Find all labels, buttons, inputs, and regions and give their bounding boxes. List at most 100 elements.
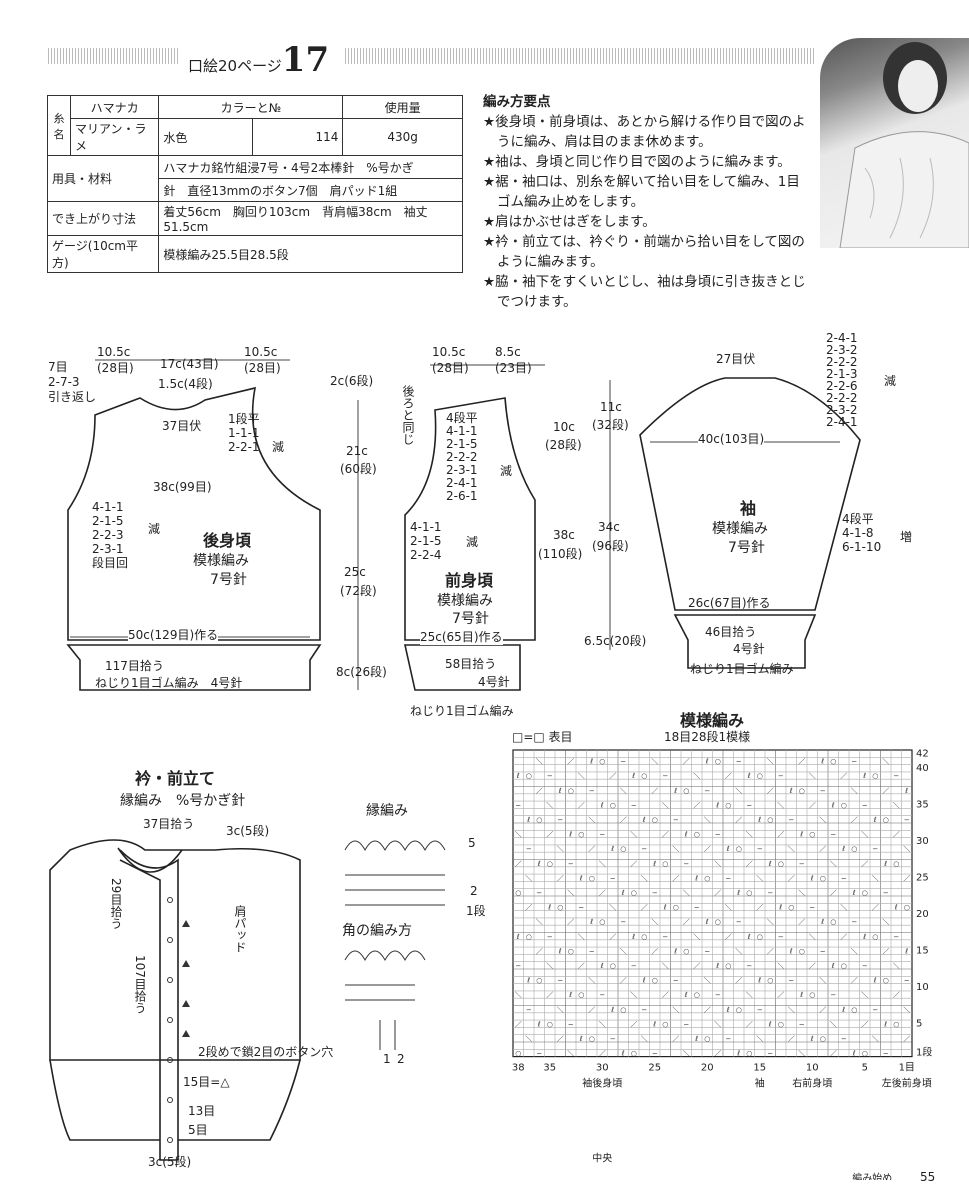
shaping-text: 4-1-8 bbox=[842, 526, 874, 540]
front-arm-dec: 減 bbox=[466, 535, 479, 549]
stitch-symbol: ／ bbox=[777, 991, 784, 999]
header-rule-left bbox=[48, 48, 180, 64]
stitch-symbol: ℓ bbox=[736, 1050, 740, 1058]
stitch-symbol: − bbox=[851, 758, 857, 766]
stitch-symbol: ○ bbox=[820, 1035, 826, 1043]
col-label: 5 bbox=[862, 1063, 868, 1074]
stitch-symbol: ＼ bbox=[683, 1050, 690, 1058]
shaping-text: 2-6-1 bbox=[446, 489, 478, 503]
stitch-symbol: ○ bbox=[757, 933, 763, 941]
front-title: 前身頃 bbox=[445, 571, 494, 590]
stitch-symbol: ＼ bbox=[819, 977, 826, 985]
vdim-a2: 21c bbox=[346, 444, 368, 458]
cardigan-outline bbox=[49, 839, 301, 1061]
shaping-text: 2-1-5 bbox=[446, 437, 478, 451]
stitch-symbol: ℓ bbox=[547, 904, 551, 912]
back-dim-3: 10.5c(28目) bbox=[244, 345, 281, 376]
stitch-symbol: − bbox=[862, 962, 868, 970]
amount: 430g bbox=[342, 118, 463, 156]
stitch-symbol: ℓ bbox=[726, 845, 730, 853]
col-label: 20 bbox=[701, 1063, 714, 1074]
shaping-text: 4-1-1 bbox=[410, 520, 442, 534]
stitch-symbol: ＼ bbox=[714, 1020, 721, 1028]
maker-head: ハマナカ bbox=[69, 95, 160, 119]
sleeve-subtitle: 模様編み bbox=[712, 521, 768, 537]
chart-marker: 左後前身頃 bbox=[882, 1077, 932, 1090]
row-label: 20 bbox=[916, 909, 929, 920]
stitch-symbol: − bbox=[799, 860, 805, 868]
stitch-symbol: ℓ bbox=[757, 816, 761, 824]
stitch-symbol: ／ bbox=[746, 1020, 753, 1028]
front-body-outline bbox=[404, 397, 536, 641]
vdim-c2: (32段) bbox=[592, 418, 629, 432]
back-title: 後身頃 bbox=[203, 531, 252, 550]
shaping-text: 2-2-1 bbox=[228, 440, 260, 454]
shaping-text: 4段平 bbox=[842, 512, 874, 526]
stitch-symbol: ℓ bbox=[558, 787, 562, 795]
chart-legend: □=□ 表目 bbox=[512, 730, 573, 744]
collar-pick-top: 37目拾う bbox=[143, 817, 195, 831]
row-label: 35 bbox=[916, 799, 929, 810]
stitch-symbol: ℓ bbox=[663, 904, 667, 912]
stitch-symbol: ℓ bbox=[747, 933, 751, 941]
stitch-symbol: − bbox=[610, 874, 616, 882]
stitch-symbol: ℓ bbox=[642, 977, 646, 985]
stitch-symbol: ／ bbox=[735, 816, 742, 824]
stitch-symbol: ＼ bbox=[546, 801, 553, 809]
color-number: 114 bbox=[251, 118, 344, 156]
stitch-chart: ○−＼／ℓ○−＼／ℓ○−＼／ℓ○−＼／ℓ○−＼／ℓ○−＼／ℓ○−＼／／ℓ○−＼／… bbox=[512, 748, 932, 1180]
stitch-symbol: ○ bbox=[736, 845, 742, 853]
stitch-symbol: ○ bbox=[872, 772, 878, 780]
tools-label: 用具・材料 bbox=[46, 155, 160, 202]
stitch-symbol: ℓ bbox=[558, 947, 562, 955]
stitch-symbol: ℓ bbox=[715, 801, 719, 809]
stitch-symbol: ＼ bbox=[515, 991, 522, 999]
stitch-symbol: ○ bbox=[620, 845, 626, 853]
row-label: 15 bbox=[916, 945, 929, 956]
vdim-b3: 38c bbox=[553, 528, 575, 542]
sleeve-outline bbox=[639, 377, 861, 611]
edging-r1: 1段 bbox=[466, 904, 486, 918]
stitch-symbol: ○ bbox=[799, 947, 805, 955]
stitch-symbol: ＼ bbox=[830, 1020, 837, 1028]
stitch-symbol: ℓ bbox=[705, 918, 709, 926]
shaping-text: 2-3-2 bbox=[826, 343, 858, 357]
stitch-symbol: ○ bbox=[536, 816, 542, 824]
stitch-symbol: ○ bbox=[862, 889, 868, 897]
stitch-symbol: ／ bbox=[809, 801, 816, 809]
stitch-symbol: ○ bbox=[799, 787, 805, 795]
stitch-symbol: − bbox=[568, 1020, 574, 1028]
stitch-symbol: − bbox=[841, 874, 847, 882]
stitch-symbol: − bbox=[557, 977, 563, 985]
stitch-symbol: ＼ bbox=[536, 918, 543, 926]
stitch-symbol: − bbox=[851, 918, 857, 926]
stitch-symbol: − bbox=[715, 831, 721, 839]
stitch-symbol: ／ bbox=[515, 1020, 522, 1028]
collar-subtitle: 縁編み %号かぎ針 bbox=[120, 793, 246, 809]
stitch-symbol: ／ bbox=[788, 874, 795, 882]
stitch-symbol: ／ bbox=[630, 860, 637, 868]
stitch-symbol: ℓ bbox=[726, 1006, 730, 1014]
back-cast: 50c(129目)作る bbox=[128, 626, 219, 643]
stitch-symbol: ℓ bbox=[600, 801, 604, 809]
shaping-text: 段目回 bbox=[92, 556, 129, 570]
header-rule-right bbox=[345, 48, 815, 64]
stitch-symbol: ℓ bbox=[652, 860, 656, 868]
stitch-symbol: − bbox=[883, 1050, 889, 1058]
stitch-symbol: ℓ bbox=[904, 787, 908, 795]
stitch-symbol: ℓ bbox=[568, 991, 572, 999]
stitch-symbol: ＼ bbox=[714, 860, 721, 868]
stitch-symbol: ℓ bbox=[684, 991, 688, 999]
col-label: 35 bbox=[543, 1063, 556, 1074]
stitch-symbol: ○ bbox=[536, 977, 542, 985]
thread-label: 糸名 bbox=[47, 95, 71, 156]
stitch-symbol: ＼ bbox=[809, 772, 816, 780]
stitch-symbol: ／ bbox=[683, 918, 690, 926]
stitch-symbol: ＼ bbox=[578, 933, 585, 941]
stitch-symbol: − bbox=[893, 933, 899, 941]
gauge-values: 模様編み25.5目28.5段 bbox=[158, 235, 463, 273]
stitch-symbol: ＼ bbox=[798, 1050, 805, 1058]
stitch-symbol: ○ bbox=[662, 1020, 668, 1028]
stitch-symbol: ℓ bbox=[631, 772, 635, 780]
